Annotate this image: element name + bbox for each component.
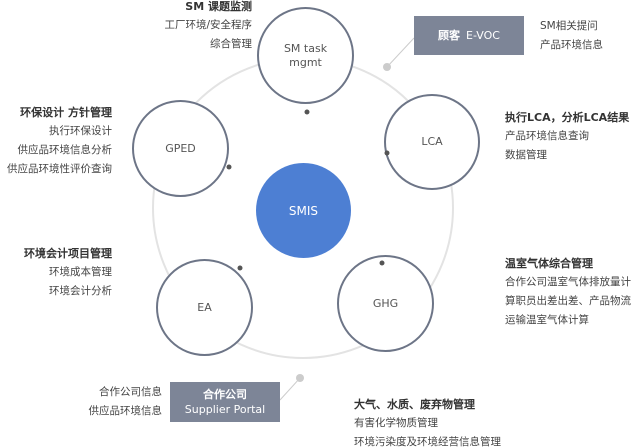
evoc-connector (386, 37, 415, 68)
dot (379, 260, 385, 266)
block-item: SM相关提问 (540, 20, 598, 32)
gped-block: 环保设计 方针管理执行环保设计供应品环境信息分析供应品环境性评价查询 (7, 103, 112, 179)
block-item: 合作公司温室气体排放量计 (505, 276, 631, 288)
block-item: 环境会计分析 (49, 285, 112, 297)
evoc-strong: 顾客 (438, 29, 461, 42)
block-title: 大气、水质、废弃物管理 (354, 398, 475, 411)
node-ea[interactable]: EA (156, 259, 253, 356)
block-item: 算职员出差出差、产品物流 (505, 295, 631, 307)
block-item: 产品环境信息 (540, 39, 603, 51)
evoc-text: E-VOC (466, 29, 500, 42)
block-title: 温室气体综合管理 (505, 257, 593, 270)
evoc-box[interactable]: 顾客 E-VOC (414, 16, 524, 55)
dot (384, 150, 390, 156)
block-title: 环境会计项目管理 (24, 247, 112, 260)
node-lca[interactable]: LCA (384, 94, 480, 190)
block-title: 执行LCA，分析LCA结果 (505, 111, 630, 124)
block-item: 执行环保设计 (49, 125, 112, 137)
sm-block: SM 课题监测工厂环境/安全程序综合管理 (164, 0, 252, 54)
block-item: 供应品环境信息 (88, 405, 163, 417)
supplier-connector (279, 377, 301, 401)
supplier-text: Supplier Portal (184, 403, 266, 416)
node-gped[interactable]: GPED (132, 100, 229, 197)
block-title: SM 课题监测 (185, 0, 252, 13)
block-item: 供应品环境信息分析 (17, 144, 113, 156)
evoc-dot (383, 63, 391, 71)
dot (237, 265, 243, 271)
block-item: 环境成本管理 (49, 266, 112, 278)
block-item: 有害化学物质管理 (354, 417, 438, 429)
env-block: 大气、水质、废弃物管理有害化学物质管理环境污染度及环境经营信息管理 (354, 395, 501, 447)
dot (304, 109, 310, 115)
supplier-strong: 合作公司 (203, 388, 247, 401)
block-item: 供应品环境性评价查询 (7, 163, 112, 175)
block-item: 产品环境信息查询 (505, 130, 589, 142)
block-item: 环境污染度及环境经营信息管理 (354, 436, 501, 447)
supplier-block: 合作公司信息供应品环境信息 (89, 383, 163, 421)
node-ghg[interactable]: GHG (337, 255, 434, 352)
block-item: 数据管理 (505, 149, 547, 161)
ghg-block: 温室气体综合管理合作公司温室气体排放量计算职员出差出差、产品物流运输温室气体计算 (505, 254, 631, 330)
ea-block: 环境会计项目管理环境成本管理环境会计分析 (24, 244, 112, 301)
supplier-box[interactable]: 合作公司 Supplier Portal (170, 382, 280, 422)
supplier-dot (296, 374, 304, 382)
node-smis[interactable]: SMIS (256, 163, 351, 258)
block-item: 综合管理 (210, 38, 252, 50)
dot (226, 164, 232, 170)
block-title: 环保设计 方针管理 (20, 106, 112, 119)
lca-block: 执行LCA，分析LCA结果产品环境信息查询数据管理 (505, 108, 629, 165)
block-item: 运输温室气体计算 (505, 314, 589, 326)
evoc-block: SM相关提问产品环境信息 (540, 17, 603, 55)
block-item: 合作公司信息 (99, 386, 162, 398)
block-item: 工厂环境/安全程序 (164, 19, 252, 31)
node-sm-task[interactable]: SM task mgmt (257, 7, 354, 104)
